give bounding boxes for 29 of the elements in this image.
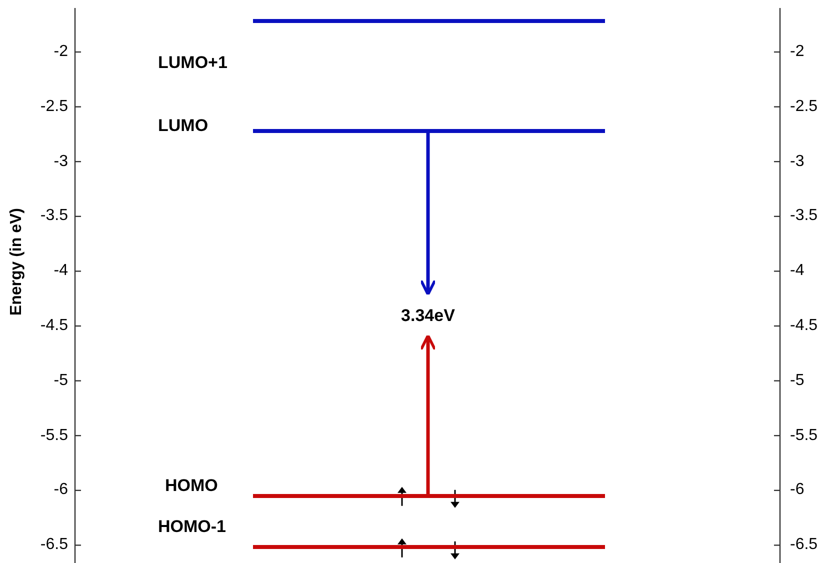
tick-label: -2.5	[790, 98, 818, 116]
level-label: HOMO	[165, 476, 218, 496]
level-label: LUMO	[158, 116, 208, 136]
energy-level	[158, 517, 605, 550]
tick-label: -4	[54, 262, 68, 280]
tick-label: -6.5	[40, 536, 68, 554]
tick-label: -4.5	[40, 317, 68, 335]
tick-label: -6	[790, 481, 804, 500]
tick-label: -2	[54, 43, 68, 61]
tick-label: -3.5	[40, 207, 68, 226]
arrow	[420, 130, 436, 296]
tick-label: -6.5	[790, 536, 818, 554]
arrow	[420, 334, 436, 496]
tick-label: -5	[790, 372, 804, 390]
tick-label: -3	[54, 152, 68, 171]
axis-title: Energy (in eV)	[8, 208, 26, 316]
tick-label: -2.5	[40, 98, 68, 116]
tick-label: -5	[54, 372, 68, 390]
tick-label: -4	[790, 262, 804, 280]
tick-label: -6	[54, 481, 68, 500]
tick-label: -3	[790, 152, 804, 171]
tick-label: -3.5	[790, 207, 818, 226]
tick-label: -4.5	[790, 317, 818, 335]
level-label: HOMO-1	[158, 517, 226, 538]
level-label: LUMO+1	[158, 52, 228, 73]
tick-label: -5.5	[40, 426, 68, 445]
energy-gap-label: 3.34eV	[386, 303, 470, 329]
tick-label: -5.5	[790, 426, 818, 445]
tick-label: -2	[790, 43, 804, 61]
